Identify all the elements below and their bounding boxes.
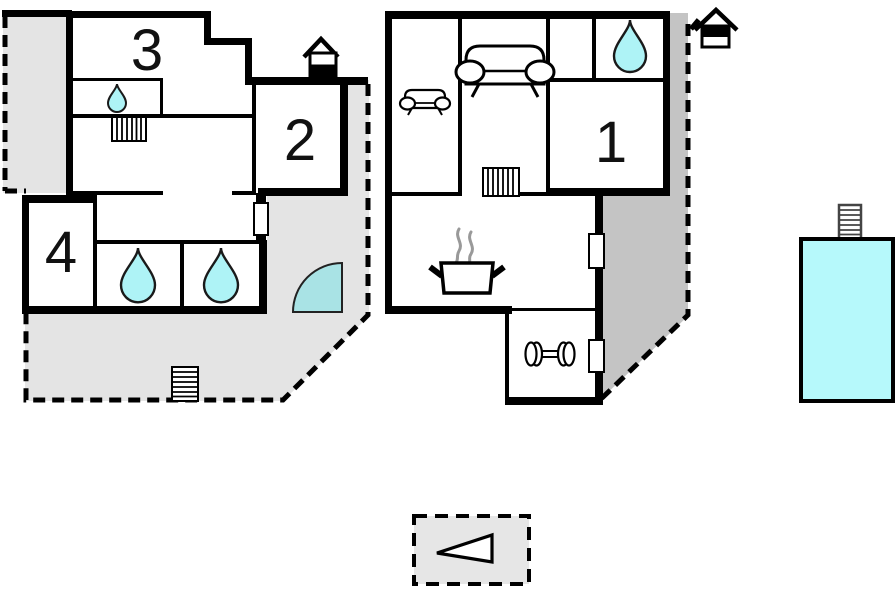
room-1-label: 1 (595, 110, 627, 175)
terrace-area (600, 13, 688, 400)
steam-icon (454, 227, 462, 265)
walls (22, 11, 368, 314)
stove-pot-icon (428, 227, 506, 295)
pool-ladder-icon (837, 203, 863, 241)
room-2-label: 2 (284, 108, 316, 173)
pool-water (799, 237, 895, 403)
sofa-small-icon (398, 88, 452, 116)
water-drop-icon (119, 247, 157, 304)
house-level-upper-icon (302, 35, 340, 78)
house-level-ground-icon (693, 6, 739, 49)
terrace-stairs-icon (171, 366, 199, 402)
direction-indicator (412, 514, 531, 586)
stairs-icon (482, 167, 520, 197)
dumbbell-icon (524, 341, 576, 367)
water-drop-icon (202, 247, 240, 304)
door-swing-icon (291, 261, 343, 313)
terrace-main (23, 80, 371, 403)
water-drop-icon (106, 83, 128, 113)
terrace-area (25, 80, 369, 401)
ground-floor-plan: 1 (385, 6, 739, 405)
sofa-large-icon (454, 44, 556, 98)
terrace-area (3, 13, 70, 193)
terrace-right (599, 13, 703, 401)
terrace-dashed-border (23, 84, 371, 403)
door-leaf-icon (588, 233, 605, 269)
walls (385, 11, 670, 405)
water-drop-icon (612, 19, 648, 74)
upper-floor-plan: 3 2 4 (2, 10, 371, 403)
swimming-pool (799, 203, 895, 403)
door-leaf-icon (588, 339, 605, 373)
direction-arrow-icon (436, 532, 494, 564)
terrace-dashed-border (2, 16, 26, 194)
room-4-label: 4 (45, 220, 77, 285)
door-leaf-icon (253, 202, 269, 236)
stairs-icon (111, 116, 147, 142)
building-interior-kitchen (385, 188, 603, 314)
terrace-top-wall (2, 10, 72, 17)
terrace-dashed-corner (689, 15, 703, 31)
terrace-dashed-border (599, 24, 691, 401)
room-3-label: 3 (131, 18, 163, 83)
terrace-upper-left (2, 10, 72, 194)
steam-icon (467, 230, 474, 266)
